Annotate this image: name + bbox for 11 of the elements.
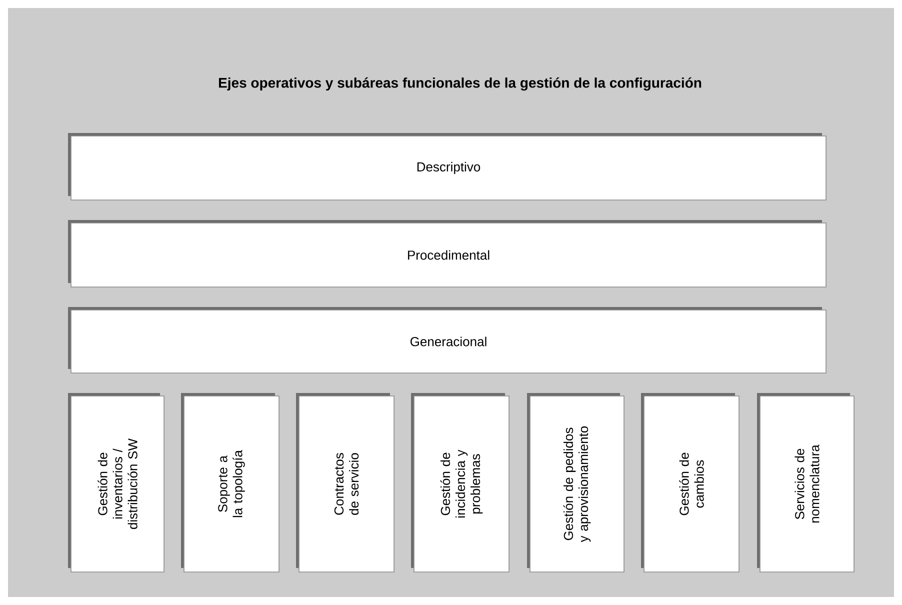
subarea-box: Gestión de pedidos y aprovisionamiento [527, 393, 624, 572]
subarea-box: Contractos de servicio [296, 393, 394, 572]
axis-band: Descriptivo [68, 133, 826, 200]
subarea-box: Gestión de incidencia y problemas [411, 393, 510, 572]
subarea-box: Gestión de inventarios / distribución SW [68, 393, 164, 572]
subarea-box: Gestión de cambios [641, 393, 740, 572]
axis-band: Generacional [68, 307, 826, 374]
diagram-title: Ejes operativos y subáreas funcionales de la gestión de la configuración [218, 77, 702, 91]
axis-band: Procedimental [68, 220, 826, 288]
subarea-box: Servicios de nomenclatura [757, 393, 854, 572]
subarea-box: Soporte a la topología [181, 393, 280, 572]
